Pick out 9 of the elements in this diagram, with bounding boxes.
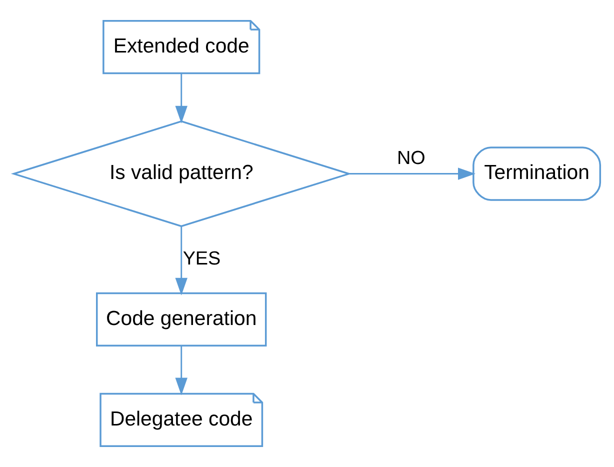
edge-label: YES bbox=[182, 248, 221, 270]
node-diamond: Is valid pattern? bbox=[10, 120, 352, 228]
edge-label: NO bbox=[396, 148, 426, 170]
node-box: Termination bbox=[472, 146, 602, 201]
arrow bbox=[175, 226, 188, 296]
arrow bbox=[175, 74, 188, 124]
node-box: Code generation bbox=[96, 292, 267, 347]
arrow bbox=[175, 346, 188, 396]
arrow bbox=[349, 168, 476, 180]
